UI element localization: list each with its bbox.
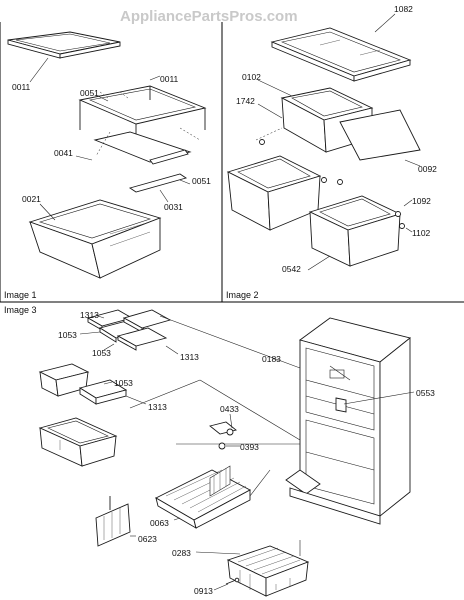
panel-dividers <box>0 22 464 303</box>
glass-cover-part <box>270 27 412 82</box>
part-label: 1053 <box>92 348 111 358</box>
part-label: 0031 <box>164 202 183 212</box>
part-label: 1053 <box>114 378 133 388</box>
part-label: 1742 <box>236 96 255 106</box>
divider-panel-part <box>95 496 131 547</box>
part-label: 0433 <box>220 404 239 414</box>
door-bins-bottom <box>38 417 118 467</box>
part-label: 1053 <box>58 330 77 340</box>
part-label: 0011 <box>12 82 31 92</box>
part-label: 0041 <box>54 148 73 158</box>
part-label: 0913 <box>194 586 213 596</box>
door-bins-top <box>86 309 172 351</box>
part-label: 1313 <box>180 352 199 362</box>
refrigerator-cabinet-part <box>285 317 411 525</box>
part-label: 0011 <box>160 74 179 84</box>
wire-basket-part <box>155 465 251 529</box>
panel-caption-image-1: Image 1 <box>4 290 37 300</box>
lower-basket-part <box>226 545 310 597</box>
part-label: 0542 <box>282 264 301 274</box>
upper-drawer-part <box>280 87 421 161</box>
part-label: 0102 <box>242 72 261 82</box>
crisper-drawer-right-part <box>308 195 402 267</box>
panel-caption-image-3: Image 3 <box>4 305 37 315</box>
part-label: 0051 <box>80 88 99 98</box>
slide-rail-part <box>128 149 189 193</box>
part-label: 0623 <box>138 534 157 544</box>
part-label: 0063 <box>150 518 169 528</box>
screw-part <box>225 577 240 585</box>
image-2-drawer-assembly: Image 2 <box>226 13 421 300</box>
door-bins-middle <box>38 363 128 405</box>
glass-shelf-part <box>7 31 121 59</box>
deli-drawer-part <box>226 155 322 231</box>
small-fasteners <box>209 421 237 450</box>
panel-caption-image-2: Image 2 <box>226 290 259 300</box>
part-label: 0283 <box>172 548 191 558</box>
part-label: 1313 <box>80 310 99 320</box>
shelf-frame-part <box>78 85 207 163</box>
image-1-shelf-assembly: Image 1 <box>4 31 207 300</box>
part-label: 0183 <box>262 354 281 364</box>
part-label: 1082 <box>394 4 413 14</box>
part-label: 1313 <box>148 402 167 412</box>
part-label: 0092 <box>418 164 437 174</box>
part-label: 1092 <box>412 196 431 206</box>
part-label: 0051 <box>192 176 211 186</box>
crisper-drawer-part <box>28 199 162 279</box>
part-label: 0553 <box>416 388 435 398</box>
watermark: AppliancePartsPros.com <box>120 8 298 25</box>
image-3-refrigerator-assembly: Image 3 <box>4 305 415 597</box>
part-label: 0393 <box>240 442 259 452</box>
part-label: 0021 <box>22 194 41 204</box>
part-label: 1102 <box>412 228 431 238</box>
